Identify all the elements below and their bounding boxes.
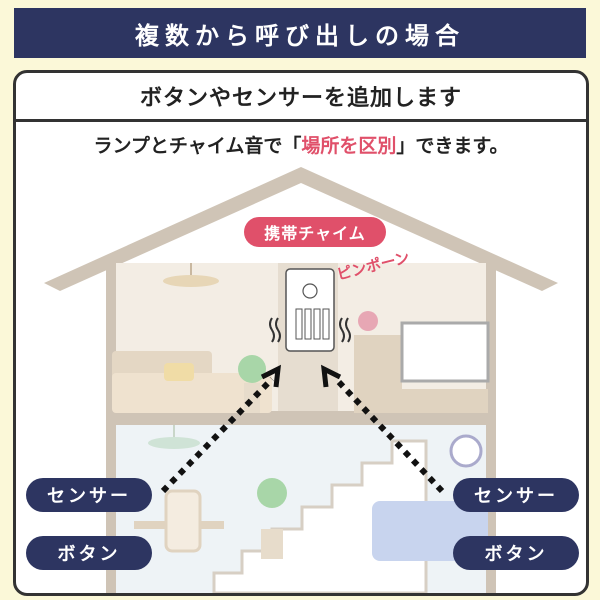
description-highlight: 場所を区別 [301,135,397,157]
arrow-head-right [321,364,342,388]
signal-arrow-left [160,376,275,494]
house-illustration [44,167,558,593]
right-sensor-label: センサー [453,478,579,512]
vibration-right [339,317,351,343]
arrow-head-left [260,364,281,388]
content-panel: ボタンやセンサーを追加します ランプとチャイム音で「場所を区別」できます。 [13,70,589,596]
bed [112,373,272,413]
chime-speaker [302,283,318,299]
vibration-left [269,317,281,343]
ceiling-lamp-upper [163,275,219,287]
plant-upper [238,355,266,383]
chime-lamp-3 [313,308,321,340]
left-button-label: ボタン [26,536,152,570]
dresser [354,335,402,413]
description: ランプとチャイム音で「場所を区別」できます。 [16,131,586,158]
dining-chair [164,489,202,553]
page-title: 複数から呼び出しの場合 [14,8,586,58]
house-wall-left [106,263,116,593]
mobile-chime-badge: 携帯チャイム [244,217,386,247]
house-wall-right [486,263,496,593]
chime-lamp-2 [304,308,312,340]
left-sensor-label: センサー [26,478,152,512]
panel-subtitle: ボタンやセンサーを追加します [16,73,586,122]
plant-pot-lower [261,529,283,559]
chime-lamp-4 [322,308,330,340]
tv-stand [398,389,488,413]
tv [400,321,490,383]
description-suffix: 」できます。 [396,135,509,157]
chime-lamp-1 [295,308,303,340]
signal-arrow-right [333,376,445,494]
right-button-label: ボタン [453,536,579,570]
flowers [358,311,378,331]
wall-clock [449,434,483,468]
pillow [164,363,194,381]
description-prefix: ランプとチャイム音で「 [93,135,302,157]
floor-slab [106,411,496,425]
ceiling-lamp-lower [148,437,200,449]
plant-lower [257,478,287,508]
